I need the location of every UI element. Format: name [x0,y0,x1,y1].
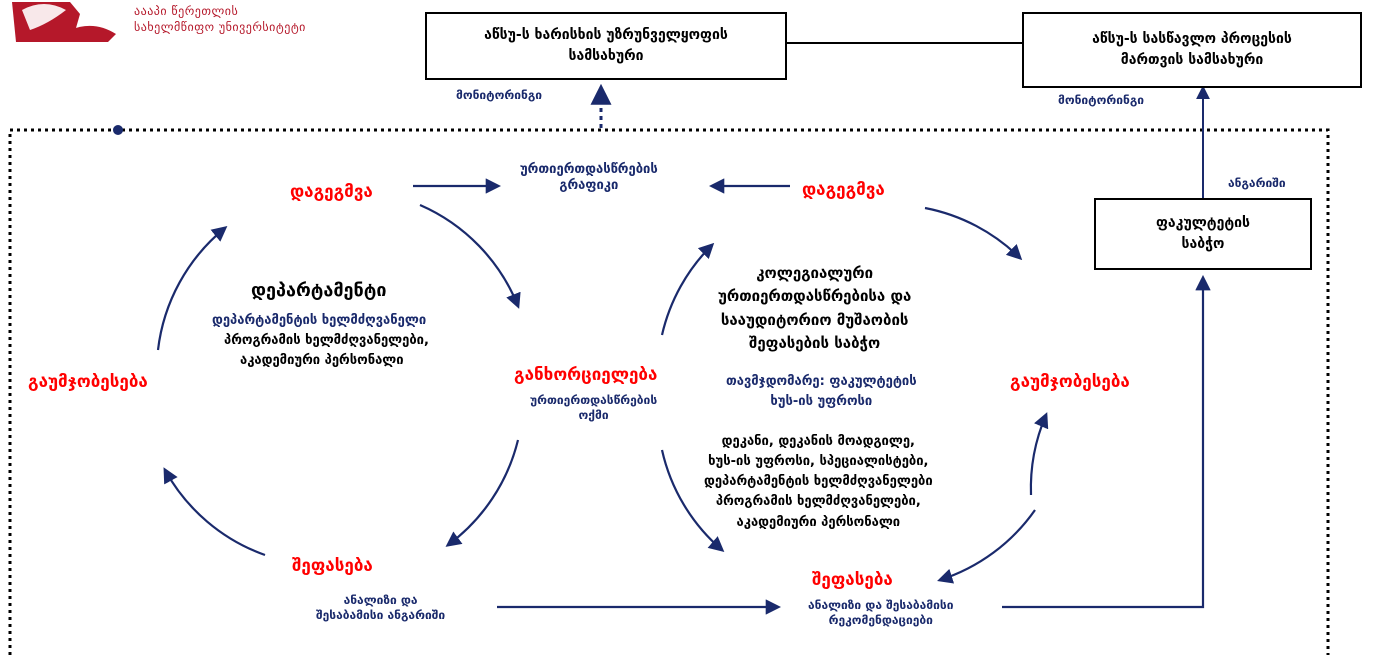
department-line2: პროგრამის ხელმძღვანელები, [224,333,429,348]
schedule-line2: გრაფიკი [559,178,619,194]
week-line2: ოქმი [578,408,609,422]
monitoring-label-right: მონიტორინგი [1058,93,1145,107]
right-planning-label: დაგეგმვა [802,180,885,200]
council-chair: თავმჯდომარე: ფაკულტეტის ხუს-ის უფროსი [726,372,917,411]
quality-box-line1: აწსუ-ს ხარისხის უზრუნველყოფის [484,27,728,43]
right-improvement-label: გაუმჯობესება [1010,372,1130,392]
right-arc-top-left [660,242,715,336]
week-label: ურთიერთდასწრების ოქმი [530,393,657,423]
frame-node-dot [113,125,123,135]
right-arc-right [1029,412,1049,496]
council-line2: ურთიერთდასწრებისა და [718,287,912,306]
week-line1: ურთიერთდასწრების [530,393,658,407]
faculty-board-box: ფაკულტეტის საბჭო [1094,198,1312,270]
department-title: დეპარტამენტი [251,280,387,301]
dotted-frame [8,128,1330,655]
learning-box-line1: აწსუ-ს სასწავლო პროცესის [1092,31,1292,47]
right-assessment-note-line2: რეკომენდაციები [828,613,933,627]
council-line3: სააუდიტორიო მუშაობის [720,310,909,329]
council-members-line3: დეპარტამენტის ხელმძღვანელები [704,474,933,490]
right-assessment-label: შეფასება [812,570,893,590]
university-logo-icon [12,2,116,42]
left-improvement-label: გაუმჯობესება [28,372,148,392]
left-planning-label: დაგეგმვა [290,182,373,202]
learning-box-line2: მართვის სამსახური [1120,52,1264,68]
left-assessment-note-line2: შესაბამისი ანგარიში [316,608,446,622]
assessment-to-faculty-arrow [1002,274,1211,609]
learning-process-box: აწსუ-ს სასწავლო პროცესის მართვის სამსახუ… [1022,12,1362,88]
faculty-board-line2: საბჭო [1181,236,1225,252]
council-title: კოლეგიალური ურთიერთდასწრებისა და სააუდიტ… [718,262,911,355]
monitoring-label-left: მონიტორინგი [456,88,543,102]
schedule-label: ურთიერთდასწრების გრაფიკი [520,162,658,195]
faculty-board-line1: ფაკულტეტის [1156,215,1250,231]
department-head: დეპარტამენტის ხელმძღვანელი [212,313,427,328]
right-arc-top-right [924,206,1023,261]
quality-box-line2: სამსახური [568,48,644,64]
council-members-line1: დეკანი, დეკანის მოადგილე, [721,434,915,449]
right-assessment-note-line1: ანალიზი და შესაბამისი [808,598,954,612]
left-arc-bottom-left [163,467,266,557]
council-line4: შეფასების საბჭო [749,333,881,352]
department-line3: აკადემიური პერსონალი [240,353,404,368]
council-chair-line2: ხუს-ის უფროსი [770,393,873,409]
left-arc-bottom-right [445,439,520,547]
left-arc-top-right [419,203,521,309]
quality-assurance-box: აწსუ-ს ხარისხის უზრუნველყოფის სამსახური [425,12,787,80]
university-name-line2: სახელმწიფო უნივერსიტეტი [134,19,306,34]
left-assessment-note: ანალიზი და შესაბამისი ანგარიში [316,593,445,623]
right-assessment-note: ანალიზი და შესაბამისი რეკომენდაციები [808,598,953,628]
left-assessment-label: შეფასება [292,556,373,576]
council-members-line5: აკადემიური პერსონალი [736,514,901,530]
left-arc-top-left [156,226,228,351]
left-assessment-note-line1: ანალიზი და [343,593,418,607]
university-name: აააპი წერეთლის სახელმწიფო უნივერსიტეტი [134,4,306,35]
council-members: დეკანი, დეკანის მოადგილე, ხუს-ის უფროსი,… [704,432,933,533]
council-line1: კოლეგიალური [756,264,874,282]
council-chair-line1: თავმჯდომარე: ფაკულტეტის [726,374,917,389]
council-members-line2: ხუს-ის უფროსი, სპეციალისტები, [708,454,929,470]
report-label: ანგარიში [1228,176,1286,190]
university-name-line1: აააპი წერეთლის [134,4,239,18]
right-arc-bottom [937,509,1036,584]
implementation-label: განხორციელება [514,365,658,385]
schedule-line1: ურთიერთდასწრების [520,162,658,177]
council-members-line4: პროგრამის ხელმძღვანელები, [715,494,921,510]
right-arc-bottom-left [660,449,725,553]
